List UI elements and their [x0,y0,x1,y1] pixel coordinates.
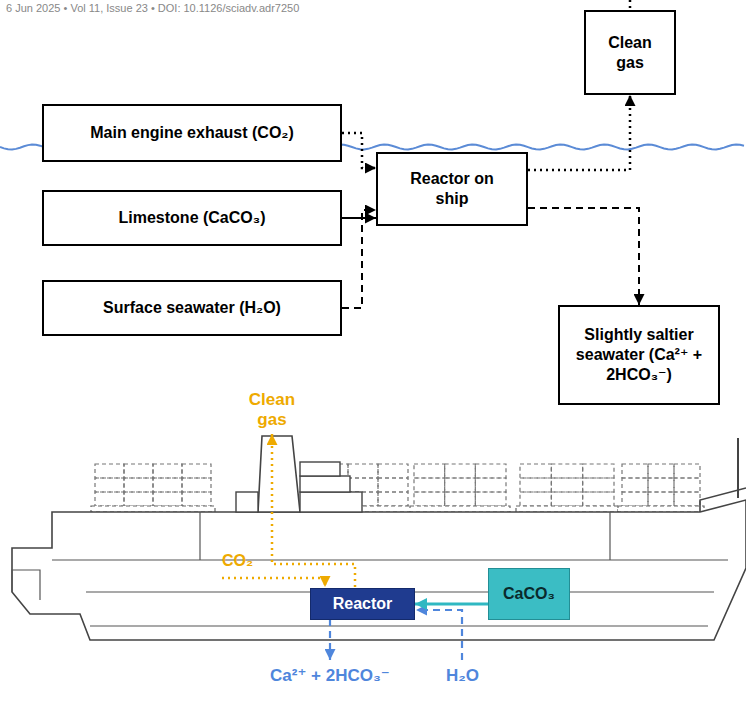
flow-arrow [528,95,630,170]
flow-label: CO₂ [222,552,253,570]
node-text: Main engine exhaust (CO₂) [90,123,294,143]
reactor-box: Reactor on ship [376,152,528,226]
bulkhead [609,512,610,560]
double-bottom-line [90,625,708,626]
flow-label: Clean gas [244,390,300,429]
water-intake [416,610,462,660]
input-box: Main engine exhaust (CO₂) [42,104,342,162]
rudder [12,570,40,600]
bow-bulwark [700,488,746,512]
exhaust-line [629,0,632,10]
node-text: Reactor on ship [402,169,502,209]
clean-gas-flow [272,434,355,587]
container-stacks [91,464,704,512]
flow-arrow [342,217,376,219]
bridge [300,462,340,476]
node-text: Limestone (CaCO₃) [119,208,266,228]
output-box: Clean gas [584,10,676,95]
flow-arrow [415,603,488,606]
node-text: CaCO₃ [503,584,555,604]
outflow [329,619,331,660]
flow-label: H₂O [446,666,479,686]
node-text: Clean gas [595,33,665,73]
reactor-unit: Reactor [310,588,415,620]
citation-header: 6 Jun 2025 • Vol 11, Issue 23 • DOI: 10.… [6,2,299,15]
bow-mast [737,438,739,498]
input-box: Surface seawater (H₂O) [42,280,342,336]
node-text: Reactor [333,594,393,614]
flow-arrow [342,133,376,168]
flow-label: Ca²⁺ + 2HCO₃⁻ [270,666,390,686]
deckhouse [300,476,350,492]
co2-flow [222,578,325,587]
ship-hull [12,500,746,640]
node-text: Surface seawater (H₂O) [103,298,281,318]
flow-arrow [342,210,376,308]
node-text: Slightly saltier seawater (Ca²⁺ + 2HCO₃⁻… [566,325,712,385]
funnel [258,436,300,512]
bulkhead [199,512,200,560]
deckhouse [236,492,258,512]
limestone-tank: CaCO₃ [488,568,570,620]
hull-deck-line [52,559,728,560]
flow-arrow [528,208,639,305]
output-box: Slightly saltier seawater (Ca²⁺ + 2HCO₃⁻… [558,305,720,405]
deckhouse [300,492,362,512]
input-box: Limestone (CaCO₃) [42,190,342,246]
